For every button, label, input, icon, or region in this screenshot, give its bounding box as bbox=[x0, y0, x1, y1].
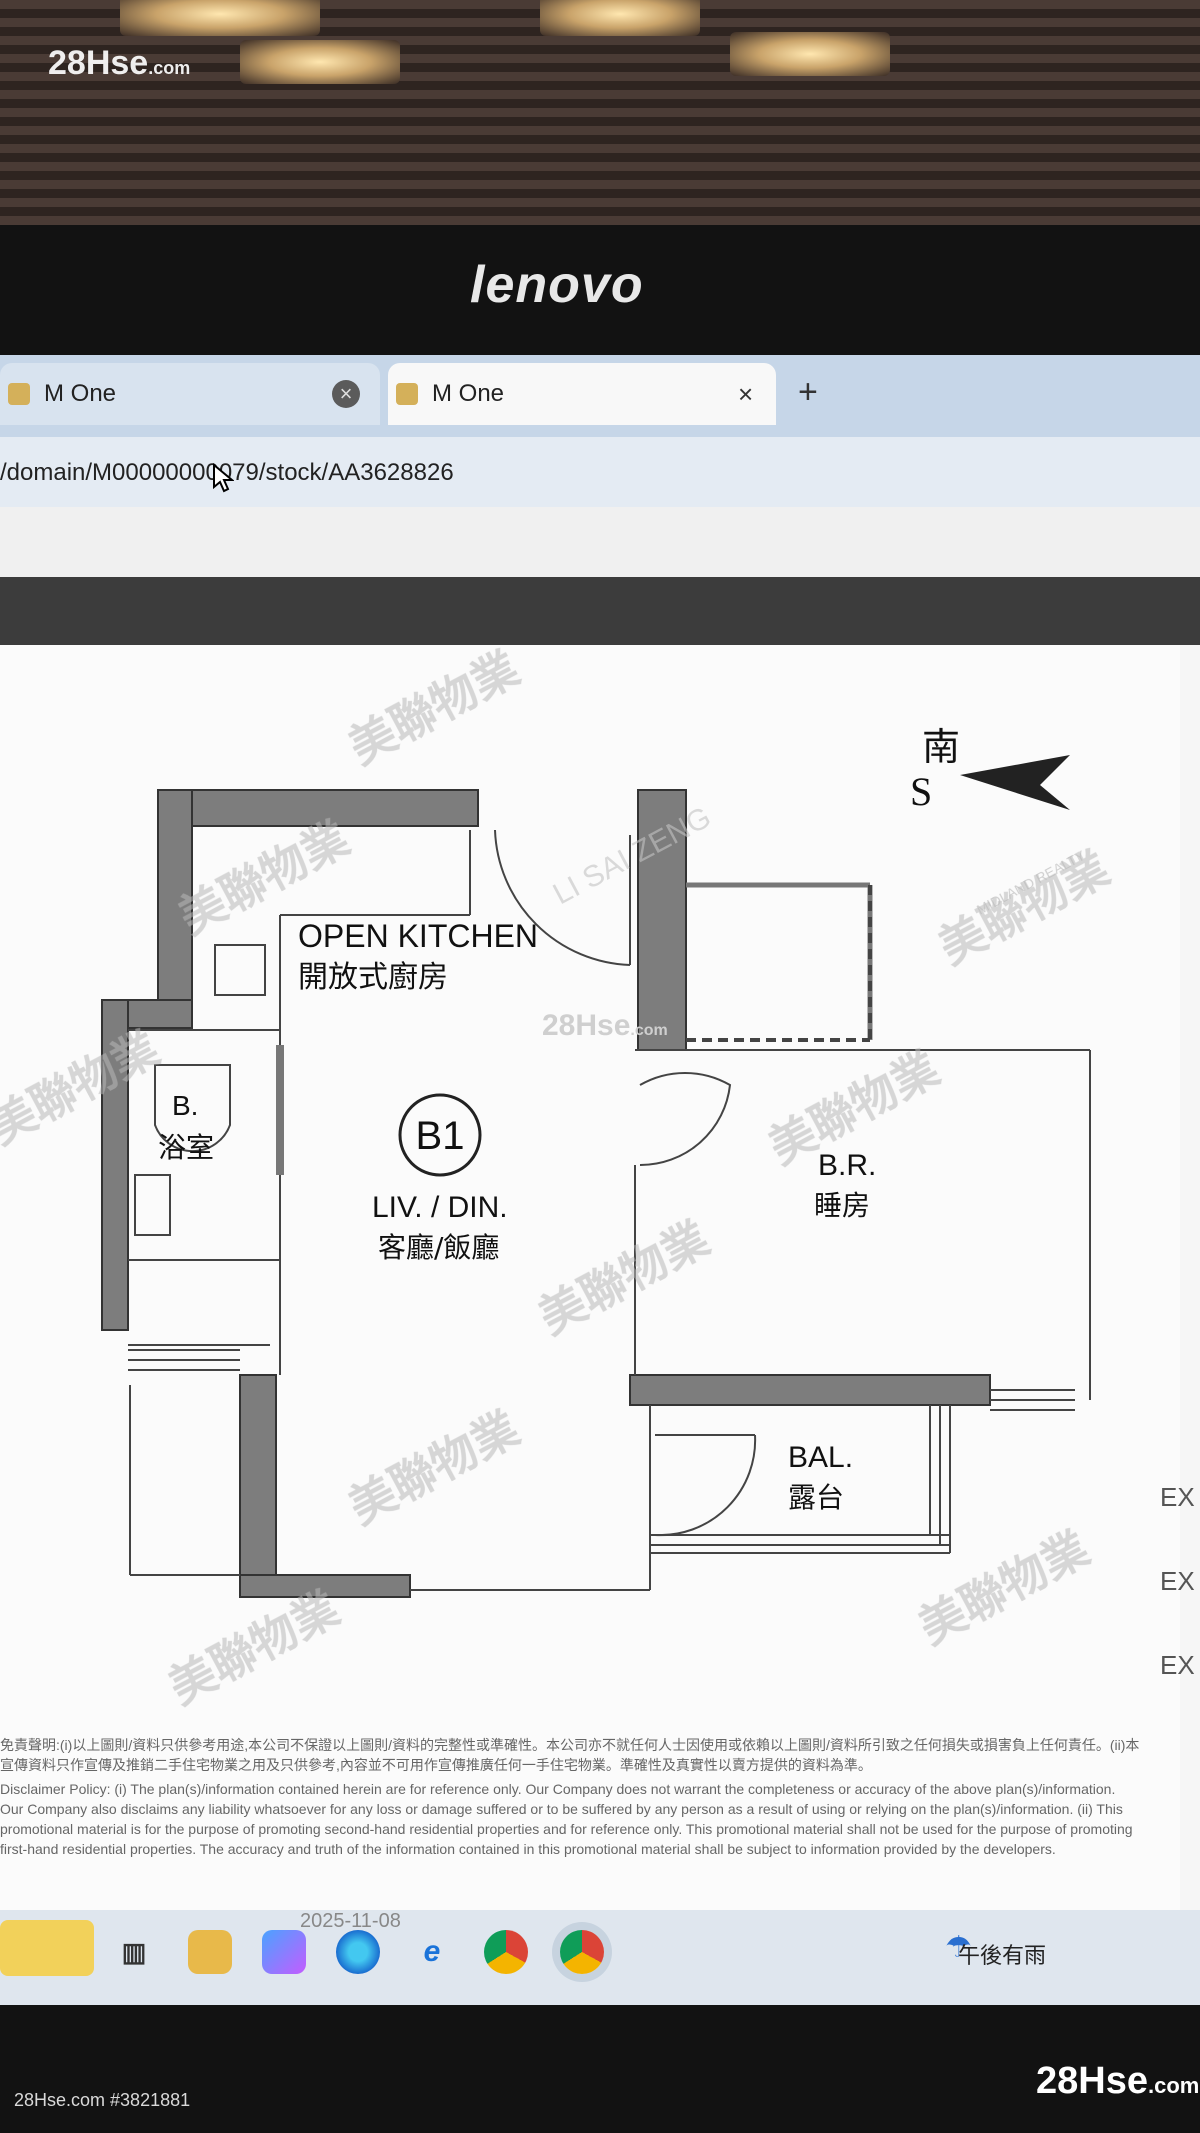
floor-plan-document: B1 南 S OPEN KITCHEN 開放式廚房 B. 浴室 LIV. / D… bbox=[0, 645, 1180, 1925]
compass-zh: 南 bbox=[922, 725, 960, 769]
edge-text: EX bbox=[1160, 1482, 1195, 1512]
monitor-brand-logo: lenovo bbox=[470, 256, 644, 314]
edge-text: EX bbox=[1160, 1566, 1195, 1596]
room-label-kitchen-zh: 開放式廚房 bbox=[298, 960, 448, 995]
widgets-button[interactable] bbox=[0, 1920, 94, 1976]
room-label-balcony-zh: 露台 bbox=[788, 1481, 844, 1514]
agency-watermark: 美聯物業 bbox=[0, 1021, 168, 1155]
photo-caption: 28Hse.com #3821881 bbox=[14, 2090, 191, 2110]
room-label-kitchen-en: OPEN KITCHEN bbox=[298, 918, 538, 954]
tab-favicon-icon bbox=[8, 383, 30, 405]
edge-browser-icon[interactable] bbox=[336, 1930, 380, 1974]
agent-watermark: LI SAI ZENG bbox=[548, 801, 717, 912]
door-swing bbox=[654, 1434, 757, 1537]
wall bbox=[157, 789, 479, 827]
close-icon[interactable]: × bbox=[738, 378, 754, 409]
agency-watermark: 美聯物業 bbox=[910, 1521, 1098, 1655]
wall bbox=[239, 1374, 277, 1586]
browser-tab[interactable]: M One × bbox=[0, 363, 380, 425]
browser-tab-active[interactable]: M One × bbox=[388, 363, 776, 425]
address-bar[interactable]: /domain/M00000000079/stock/AA3628826 bbox=[0, 437, 1200, 507]
internet-explorer-icon[interactable]: e bbox=[423, 1935, 441, 1968]
disclaimer-en: Disclaimer Policy: (i) The plan(s)/infor… bbox=[0, 1781, 1133, 1857]
agency-watermark: 美聯物業 bbox=[340, 645, 528, 775]
room-label-living-en: LIV. / DIN. bbox=[372, 1191, 508, 1224]
monitor-screen: M One × M One × + /domain/M00000000079/s… bbox=[0, 355, 1200, 2005]
wall bbox=[629, 1374, 991, 1406]
basin-fixture bbox=[134, 1174, 171, 1236]
agency-watermark: 美聯物業 bbox=[340, 1401, 528, 1535]
ceiling-light bbox=[730, 32, 890, 76]
floor-plan: B1 南 S OPEN KITCHEN 開放式廚房 B. 浴室 LIV. / D… bbox=[0, 645, 1118, 1715]
ceiling-light bbox=[540, 0, 700, 36]
wall bbox=[239, 1574, 411, 1598]
room-label-balcony-en: BAL. bbox=[788, 1441, 853, 1474]
room-label-bath-zh: 浴室 bbox=[158, 1131, 214, 1164]
room-label-bath-en: B. bbox=[172, 1090, 198, 1121]
inner-site-watermark: 28Hse.com bbox=[542, 1009, 668, 1042]
copilot-icon[interactable] bbox=[262, 1930, 306, 1974]
wall bbox=[101, 999, 129, 1331]
door-swing bbox=[494, 829, 631, 966]
tab-favicon-icon bbox=[396, 383, 418, 405]
agency-watermark: 美聯物業 bbox=[930, 841, 1118, 975]
room-label-bedroom-en: B.R. bbox=[818, 1149, 876, 1182]
task-view-icon[interactable]: ▥ bbox=[121, 1936, 147, 1967]
disclaimer-zh: 免責聲明:(i)以上圖則/資料只供參考用途,本公司不保證以上圖則/資料的完整性或… bbox=[0, 1737, 1140, 1773]
ceiling-background bbox=[0, 0, 1200, 235]
sink-fixture bbox=[214, 944, 266, 996]
toilet-fixture bbox=[154, 1064, 231, 1152]
url-text: /domain/M00000000079/stock/AA3628826 bbox=[0, 459, 454, 486]
taskbar: 2025-11-08 ▥ e ☂ 午後有雨 bbox=[0, 1910, 1200, 2005]
compass-arrow-icon bbox=[960, 755, 1070, 810]
close-icon[interactable]: × bbox=[332, 380, 360, 408]
unit-circle bbox=[398, 1093, 482, 1177]
disclaimer-text: 免責聲明:(i)以上圖則/資料只供參考用途,本公司不保證以上圖則/資料的完整性或… bbox=[0, 1735, 1140, 1863]
weather-rain-icon: ☂ bbox=[945, 1931, 972, 1964]
site-watermark-top: 28Hse.com bbox=[48, 44, 191, 82]
new-tab-button[interactable]: + bbox=[798, 373, 818, 411]
agency-watermark: 美聯物業 bbox=[160, 1581, 348, 1715]
edge-text: EX bbox=[1160, 1650, 1195, 1680]
ceiling-light bbox=[120, 0, 320, 36]
viewer-header bbox=[0, 577, 1200, 645]
chrome-icon[interactable] bbox=[484, 1930, 528, 1974]
taskbar-date-fragment: 2025-11-08 bbox=[300, 1910, 401, 1932]
weather-text: 午後有雨 bbox=[958, 1943, 1047, 1968]
door-swing bbox=[639, 1071, 732, 1167]
browser-toolbar bbox=[0, 507, 1200, 578]
right-edge-fragments: EX EX EX bbox=[1160, 1455, 1195, 1707]
chrome-icon-active[interactable] bbox=[560, 1930, 604, 1974]
agency-watermark: 美聯物業 bbox=[530, 1211, 718, 1345]
ceiling-light bbox=[240, 40, 400, 84]
mouse-cursor-icon bbox=[213, 463, 234, 493]
room-label-bedroom-zh: 睡房 bbox=[814, 1189, 870, 1222]
file-explorer-icon[interactable] bbox=[188, 1930, 232, 1974]
browser-tab-bar: M One × M One × + bbox=[0, 355, 1200, 437]
site-watermark-bottom: 28Hse.com bbox=[1036, 2060, 1200, 2102]
tab-title: M One bbox=[432, 380, 505, 407]
compass-en: S bbox=[910, 769, 932, 814]
unit-label: B1 bbox=[416, 1114, 465, 1158]
tab-title: M One bbox=[44, 380, 117, 407]
room-label-living-zh: 客廳/飯廳 bbox=[378, 1231, 499, 1264]
